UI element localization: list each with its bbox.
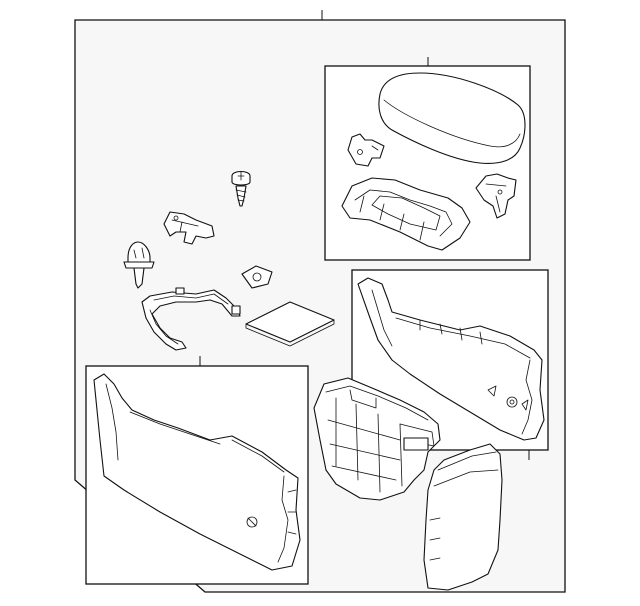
hinge-bracket-left [347,133,385,167]
armrest-lid [378,72,526,164]
left-side-panel-group [85,356,309,585]
mat-pad [245,301,335,347]
screw [231,170,251,207]
latch-bracket-right [475,173,517,219]
lid-base [341,177,471,251]
rear-end-cap [423,443,503,591]
right-side-panel-group [351,269,549,460]
retainer-clip [163,211,215,245]
armrest-group [324,57,531,261]
left-side-panel [93,373,301,571]
push-pin [123,241,155,289]
right-side-panel [357,277,545,441]
console-bin [313,377,441,501]
clip-nut [241,265,273,289]
wire-harness [141,287,241,351]
